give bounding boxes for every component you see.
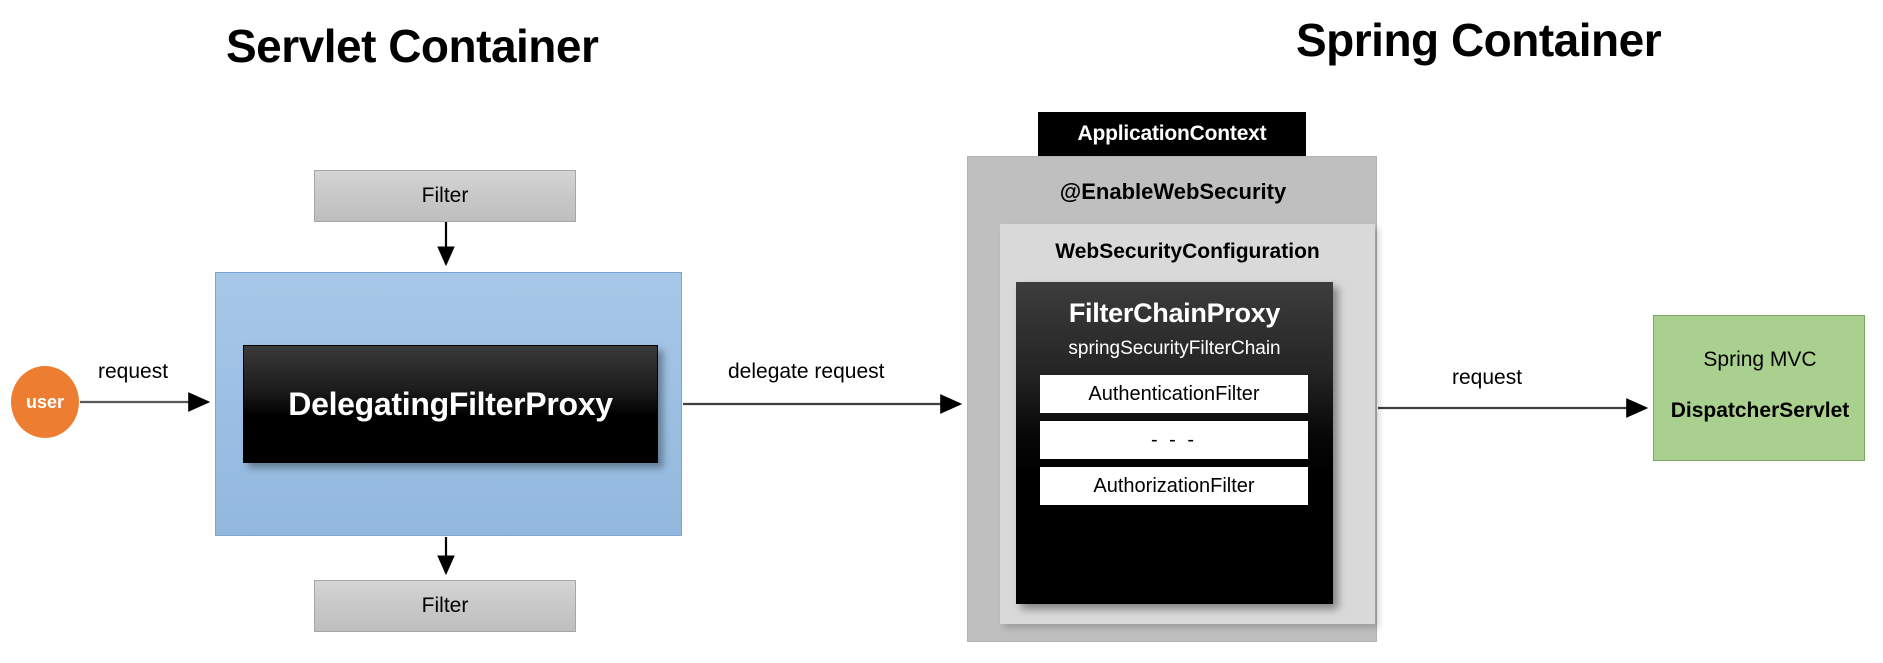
filter-chain-proxy-title: FilterChainProxy — [1068, 298, 1281, 328]
spring-mvc-box[interactable]: Spring MVC DispatcherServlet — [1653, 315, 1865, 461]
spring-container-title: Spring Container — [1296, 14, 1662, 66]
spring-mvc-label: Spring MVC — [1703, 348, 1817, 371]
web-security-configuration-title: WebSecurityConfiguration — [1055, 240, 1320, 263]
servlet-filter-top[interactable]: Filter — [314, 170, 576, 222]
delegating-filter-proxy-box[interactable]: DelegatingFilterProxy — [243, 345, 658, 463]
application-context-label: ApplicationContext — [1038, 112, 1306, 156]
enable-web-security-title: @EnableWebSecurity — [1059, 179, 1287, 204]
filter-chain-item-authorization-filter[interactable]: AuthorizationFilter — [1040, 467, 1308, 505]
arrow-label-request-to-proxy: request — [98, 360, 169, 383]
servlet-filter-bottom[interactable]: Filter — [314, 580, 576, 632]
arrow-label-request-to-mvc: request — [1452, 366, 1523, 389]
dispatcher-servlet-label: DispatcherServlet — [1670, 399, 1850, 422]
filter-chain-proxy-panel: FilterChainProxy springSecurityFilterCha… — [1016, 282, 1333, 604]
filter-chain-item-authentication-filter[interactable]: AuthenticationFilter — [1040, 375, 1308, 413]
filter-chain-item-ellipsis: - - - — [1040, 421, 1308, 459]
servlet-container-title: Servlet Container — [226, 20, 599, 72]
arrow-label-delegate-request: delegate request — [728, 360, 885, 383]
filter-chain-proxy-subtitle: springSecurityFilterChain — [1068, 338, 1281, 359]
user-node[interactable]: user — [11, 366, 79, 438]
